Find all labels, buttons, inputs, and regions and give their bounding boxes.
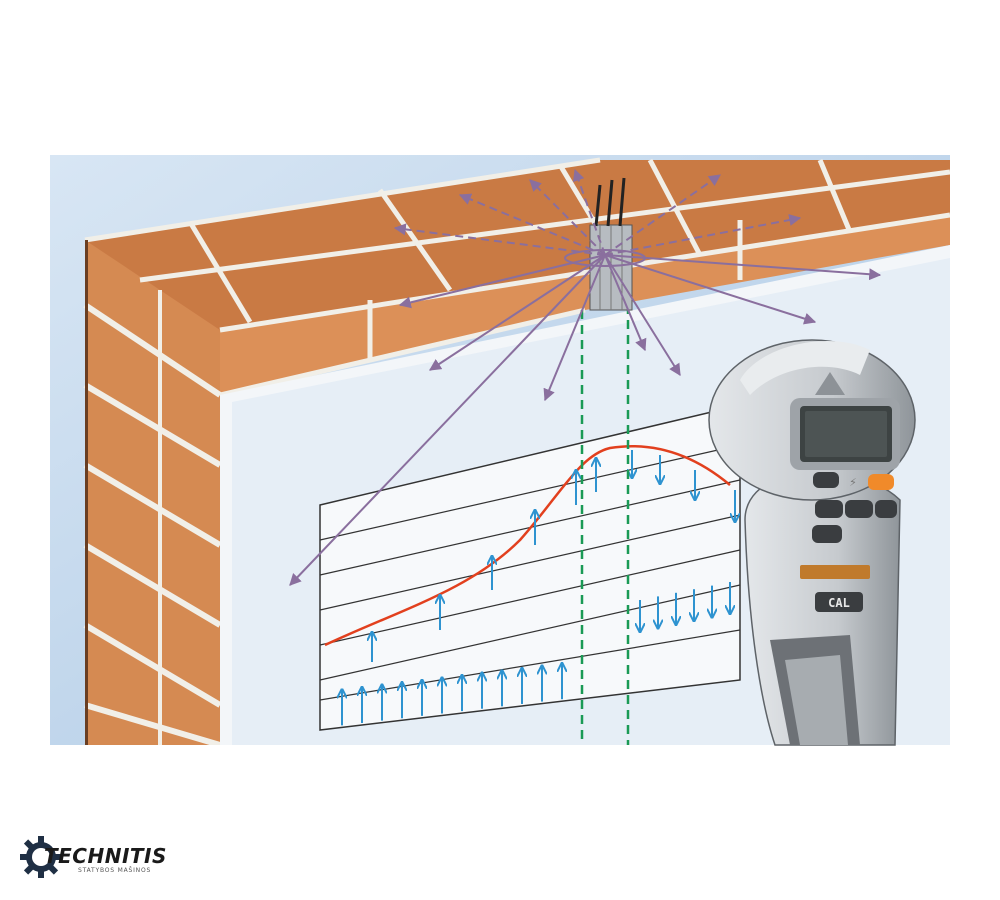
field-arrow [604, 254, 647, 352]
gear-icon [20, 836, 62, 878]
field-arrow [428, 254, 606, 371]
field-arrow [604, 174, 721, 256]
brand-strip [800, 565, 870, 579]
signal-arrows [342, 450, 735, 726]
scanner-button[interactable] [812, 525, 842, 543]
scanner-button[interactable] [815, 500, 843, 518]
logo-subtitle: STATYBOS MAŠINOS [78, 867, 152, 874]
field-arrow [604, 254, 882, 281]
scanner-button[interactable] [875, 500, 897, 518]
field-arrow [604, 254, 681, 377]
guide-lines [580, 305, 630, 745]
field-arrow [604, 214, 802, 256]
direction-indicator-icon [815, 372, 845, 395]
brick-wall [83, 157, 950, 745]
field-arrow [398, 254, 606, 309]
field-arrow [529, 179, 606, 256]
logo-title: TECHNITIS [44, 844, 167, 868]
signal-chart [319, 409, 741, 731]
scanner-button[interactable] [845, 500, 873, 518]
technitis-logo: TECHNITIS STATYBOS MAŠINOS [18, 832, 198, 882]
orange-button[interactable] [868, 474, 894, 490]
field-arrows [289, 168, 882, 586]
signal-curve [324, 444, 731, 647]
field-arrow [393, 223, 606, 256]
lightning-icon: ⚡ [849, 476, 857, 489]
field-arrow [458, 193, 606, 256]
field-arrow [289, 254, 606, 586]
wall-scanner-device: ⚡ CAL [708, 339, 916, 746]
field-arrow [572, 168, 606, 256]
scanner-button[interactable] [813, 472, 839, 488]
field-arrow [604, 254, 817, 325]
cal-label: CAL [828, 596, 850, 610]
cal-button[interactable] [815, 592, 863, 612]
field-arrow [543, 254, 606, 402]
